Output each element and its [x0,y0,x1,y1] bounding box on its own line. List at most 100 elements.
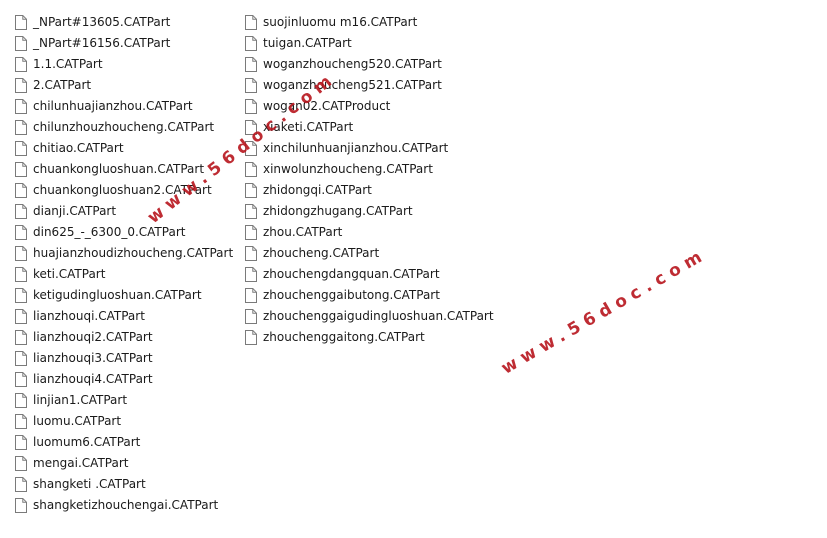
file-name: woganzhoucheng520.CATPart [263,57,442,71]
file-item[interactable]: 1.1.CATPart [15,54,233,75]
file-item[interactable]: shangketizhouchengai.CATPart [15,495,233,516]
file-item[interactable]: lianzhouqi3.CATPart [15,348,233,369]
file-icon [245,225,257,240]
file-name: chuankongluoshuan.CATPart [33,162,205,176]
file-item[interactable]: zhouchenggaitong.CATPart [245,327,494,348]
file-icon [15,309,27,324]
file-name: lianzhouqi.CATPart [33,309,145,323]
file-icon [245,162,257,177]
file-name: din625_-_6300_0.CATPart [33,225,186,239]
file-icon [245,15,257,30]
file-name: zhidongqi.CATPart [263,183,372,197]
file-name: huajianzhoudizhoucheng.CATPart [33,246,234,260]
file-icon [245,267,257,282]
file-icon [15,414,27,429]
file-item[interactable]: _NPart#16156.CATPart [15,33,233,54]
file-item[interactable]: huajianzhoudizhoucheng.CATPart [15,243,233,264]
file-icon [15,57,27,72]
file-item[interactable]: chuankongluoshuan2.CATPart [15,180,233,201]
file-item[interactable]: mengai.CATPart [15,453,233,474]
file-item[interactable]: dianji.CATPart [15,201,233,222]
file-icon [245,99,257,114]
file-item[interactable]: luomu.CATPart [15,411,233,432]
file-name: keti.CATPart [33,267,106,281]
file-item[interactable]: linjian1.CATPart [15,390,233,411]
file-item[interactable]: suojinluomu m16.CATPart [245,12,494,33]
file-name: dianji.CATPart [33,204,117,218]
file-icon [245,78,257,93]
file-item[interactable]: tuigan.CATPart [245,33,494,54]
file-column-2: suojinluomu m16.CATPart tuigan.CATPart wog… [245,12,494,348]
file-item[interactable]: zhidongqi.CATPart [245,180,494,201]
file-name: xinchilunhuanjianzhou.CATPart [263,141,449,155]
file-name: zhouchenggaibutong.CATPart [263,288,440,302]
file-name: xinwolunzhoucheng.CATPart [263,162,433,176]
file-icon [245,120,257,135]
file-name: zhouchenggaigudingluoshuan.CATPart [263,309,494,323]
file-name: _NPart#16156.CATPart [33,36,171,50]
file-item[interactable]: xinchilunhuanjianzhou.CATPart [245,138,494,159]
file-name: chilunhuajianzhou.CATPart [33,99,193,113]
file-item[interactable]: chilunhuajianzhou.CATPart [15,96,233,117]
file-icon [15,78,27,93]
file-item[interactable]: lianzhouqi4.CATPart [15,369,233,390]
file-item[interactable]: lianzhouqi2.CATPart [15,327,233,348]
file-name: mengai.CATPart [33,456,129,470]
file-item[interactable]: wogan02.CATProduct [245,96,494,117]
file-icon [15,120,27,135]
file-item[interactable]: keti.CATPart [15,264,233,285]
file-item[interactable]: zhoucheng.CATPart [245,243,494,264]
file-icon [245,183,257,198]
file-item[interactable]: chuankongluoshuan.CATPart [15,159,233,180]
file-column-1: _NPart#13605.CATPart _NPart#16156.CATPart… [15,12,233,516]
file-item[interactable]: luomum6.CATPart [15,432,233,453]
file-item[interactable]: zhouchenggaibutong.CATPart [245,285,494,306]
file-name: zhidongzhugang.CATPart [263,204,413,218]
file-name: lianzhouqi3.CATPart [33,351,153,365]
file-item[interactable]: _NPart#13605.CATPart [15,12,233,33]
file-item[interactable]: woganzhoucheng520.CATPart [245,54,494,75]
file-icon [15,141,27,156]
file-name: suojinluomu m16.CATPart [263,15,418,29]
file-item[interactable]: woganzhoucheng521.CATPart [245,75,494,96]
file-name: shangketizhouchengai.CATPart [33,498,219,512]
file-name: woganzhoucheng521.CATPart [263,78,442,92]
file-icon [245,309,257,324]
file-name: _NPart#13605.CATPart [33,15,171,29]
file-item[interactable]: shangketi .CATPart [15,474,233,495]
file-name: xiaketi.CATPart [263,120,354,134]
file-name: chuankongluoshuan2.CATPart [33,183,212,197]
file-icon [245,57,257,72]
file-item[interactable]: lianzhouqi.CATPart [15,306,233,327]
file-name: chilunzhouzhoucheng.CATPart [33,120,215,134]
file-icon [245,204,257,219]
file-item[interactable]: zhidongzhugang.CATPart [245,201,494,222]
file-name: zhou.CATPart [263,225,343,239]
file-item[interactable]: zhou.CATPart [245,222,494,243]
file-icon [15,36,27,51]
file-name: tuigan.CATPart [263,36,352,50]
file-icon [15,393,27,408]
file-icon [15,456,27,471]
file-icon [245,141,257,156]
file-icon [15,351,27,366]
file-icon [15,330,27,345]
file-icon [15,225,27,240]
file-name: luomum6.CATPart [33,435,141,449]
file-item[interactable]: xinwolunzhoucheng.CATPart [245,159,494,180]
file-icon [245,330,257,345]
file-item[interactable]: zhouchengdangquan.CATPart [245,264,494,285]
file-name: lianzhouqi4.CATPart [33,372,153,386]
file-name: ketigudingluoshuan.CATPart [33,288,202,302]
file-item[interactable]: chilunzhouzhoucheng.CATPart [15,117,233,138]
file-name: luomu.CATPart [33,414,122,428]
file-icon [15,435,27,450]
file-item[interactable]: 2.CATPart [15,75,233,96]
file-item[interactable]: din625_-_6300_0.CATPart [15,222,233,243]
file-item[interactable]: xiaketi.CATPart [245,117,494,138]
file-item[interactable]: zhouchenggaigudingluoshuan.CATPart [245,306,494,327]
file-icon [245,246,257,261]
file-item[interactable]: chitiao.CATPart [15,138,233,159]
file-item[interactable]: ketigudingluoshuan.CATPart [15,285,233,306]
